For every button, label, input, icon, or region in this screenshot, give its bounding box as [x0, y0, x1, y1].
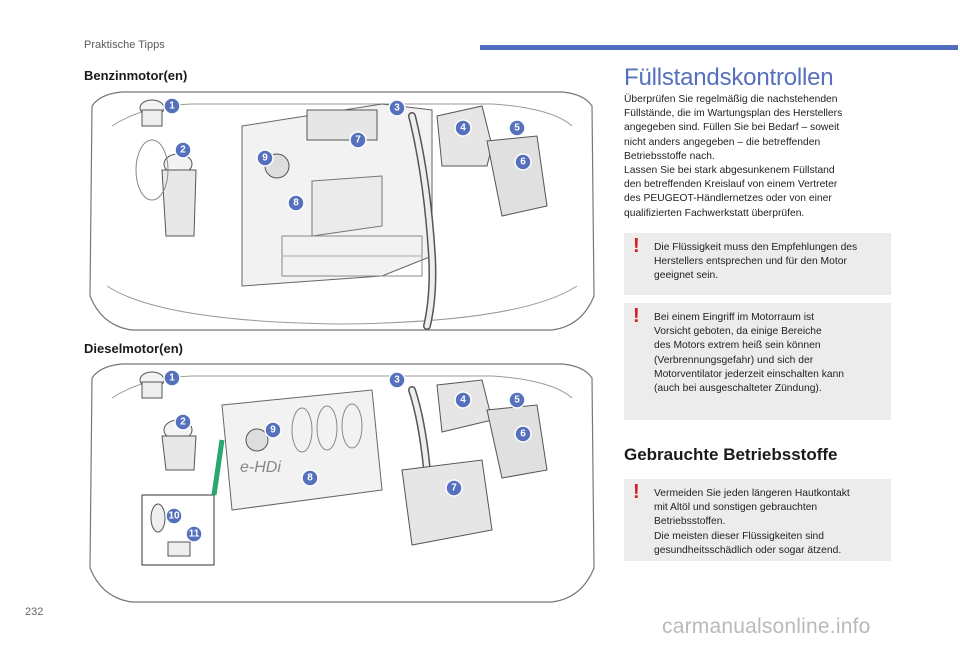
diesel-engine-drawing: e-HDi 1 2 3 4 5 6 7 8 9 10 11 — [89, 363, 595, 603]
warning-icon: ! — [633, 481, 640, 503]
svg-text:9: 9 — [262, 153, 268, 164]
watermark: carmanualsonline.info — [662, 615, 871, 638]
diesel-callout-6: 6 — [514, 425, 532, 443]
page-number: 232 — [25, 606, 44, 618]
diesel-callout-10: 10 — [165, 507, 183, 525]
svg-text:9: 9 — [270, 425, 276, 436]
petrol-callout-5: 5 — [508, 119, 526, 137]
petrol-engine-heading: Benzinmotor(en) — [84, 68, 188, 83]
svg-text:6: 6 — [520, 157, 526, 168]
diesel-engine-illustration: e-HDi 1 2 3 4 5 6 7 8 9 10 11 — [82, 360, 602, 606]
svg-text:2: 2 — [180, 145, 186, 156]
svg-text:4: 4 — [460, 395, 466, 406]
diesel-engine-heading: Dieselmotor(en) — [84, 341, 183, 356]
warning-notice-fluid: ! Die Flüssigkeit muss den Empfehlungen … — [624, 233, 891, 295]
intro-text: Überprüfen Sie regelmäßig die nachstehen… — [624, 94, 843, 219]
svg-text:8: 8 — [293, 198, 299, 209]
warning-notice-used-fluids: ! Vermeiden Sie jeden längeren Hautkonta… — [624, 479, 891, 561]
svg-text:3: 3 — [394, 103, 400, 114]
svg-text:2: 2 — [180, 417, 186, 428]
diesel-callout-1: 1 — [163, 369, 181, 387]
petrol-callout-6: 6 — [514, 153, 532, 171]
used-fluids-heading: Gebrauchte Betriebsstoffe — [624, 445, 838, 464]
warning-notice-engine-bay: ! Bei einem Eingriff im Motorraum ist Vo… — [624, 303, 891, 420]
diesel-callout-3: 3 — [388, 371, 406, 389]
petrol-engine-drawing: 1 2 3 4 5 6 7 8 9 — [89, 91, 595, 331]
diesel-callout-7: 7 — [445, 479, 463, 497]
svg-text:6: 6 — [520, 429, 526, 440]
petrol-callout-9: 9 — [256, 149, 274, 167]
warning-text-engine-bay: Bei einem Eingriff im Motorraum ist Vors… — [654, 312, 845, 395]
page-title: Füllstandskontrollen — [624, 64, 834, 91]
warning-icon: ! — [633, 305, 640, 327]
diesel-callout-5: 5 — [508, 391, 526, 409]
petrol-callout-7: 7 — [349, 131, 367, 149]
petrol-callout-1: 1 — [163, 97, 181, 115]
svg-text:1: 1 — [169, 373, 175, 384]
petrol-callout-4: 4 — [454, 119, 472, 137]
svg-text:7: 7 — [451, 483, 457, 494]
petrol-engine-illustration: 1 2 3 4 5 6 7 8 9 — [82, 86, 602, 332]
header-accent-bar — [480, 45, 958, 50]
svg-text:8: 8 — [307, 473, 313, 484]
svg-text:7: 7 — [355, 135, 361, 146]
svg-text:5: 5 — [514, 123, 520, 134]
svg-text:4: 4 — [460, 123, 466, 134]
svg-text:11: 11 — [189, 529, 200, 540]
petrol-callout-8: 8 — [287, 194, 305, 212]
svg-text:3: 3 — [394, 375, 400, 386]
petrol-callout-3: 3 — [388, 99, 406, 117]
petrol-callout-2: 2 — [174, 141, 192, 159]
warning-text-used-fluids: Vermeiden Sie jeden längeren Hautkontakt… — [654, 488, 850, 556]
svg-text:1: 1 — [169, 101, 175, 112]
diesel-callout-2: 2 — [174, 413, 192, 431]
diesel-callout-11: 11 — [185, 525, 203, 543]
warning-icon: ! — [633, 235, 640, 257]
svg-text:10: 10 — [168, 511, 180, 522]
svg-text:e-HDi: e-HDi — [240, 459, 281, 476]
running-header: Praktische Tipps — [84, 39, 165, 51]
diesel-callout-4: 4 — [454, 391, 472, 409]
diesel-callout-8: 8 — [301, 469, 319, 487]
warning-text-fluid: Die Flüssigkeit muss den Empfehlungen de… — [654, 242, 858, 282]
intro-paragraph: Überprüfen Sie regelmäßig die nachstehen… — [624, 93, 890, 221]
diesel-callout-9: 9 — [264, 421, 282, 439]
svg-text:5: 5 — [514, 395, 520, 406]
